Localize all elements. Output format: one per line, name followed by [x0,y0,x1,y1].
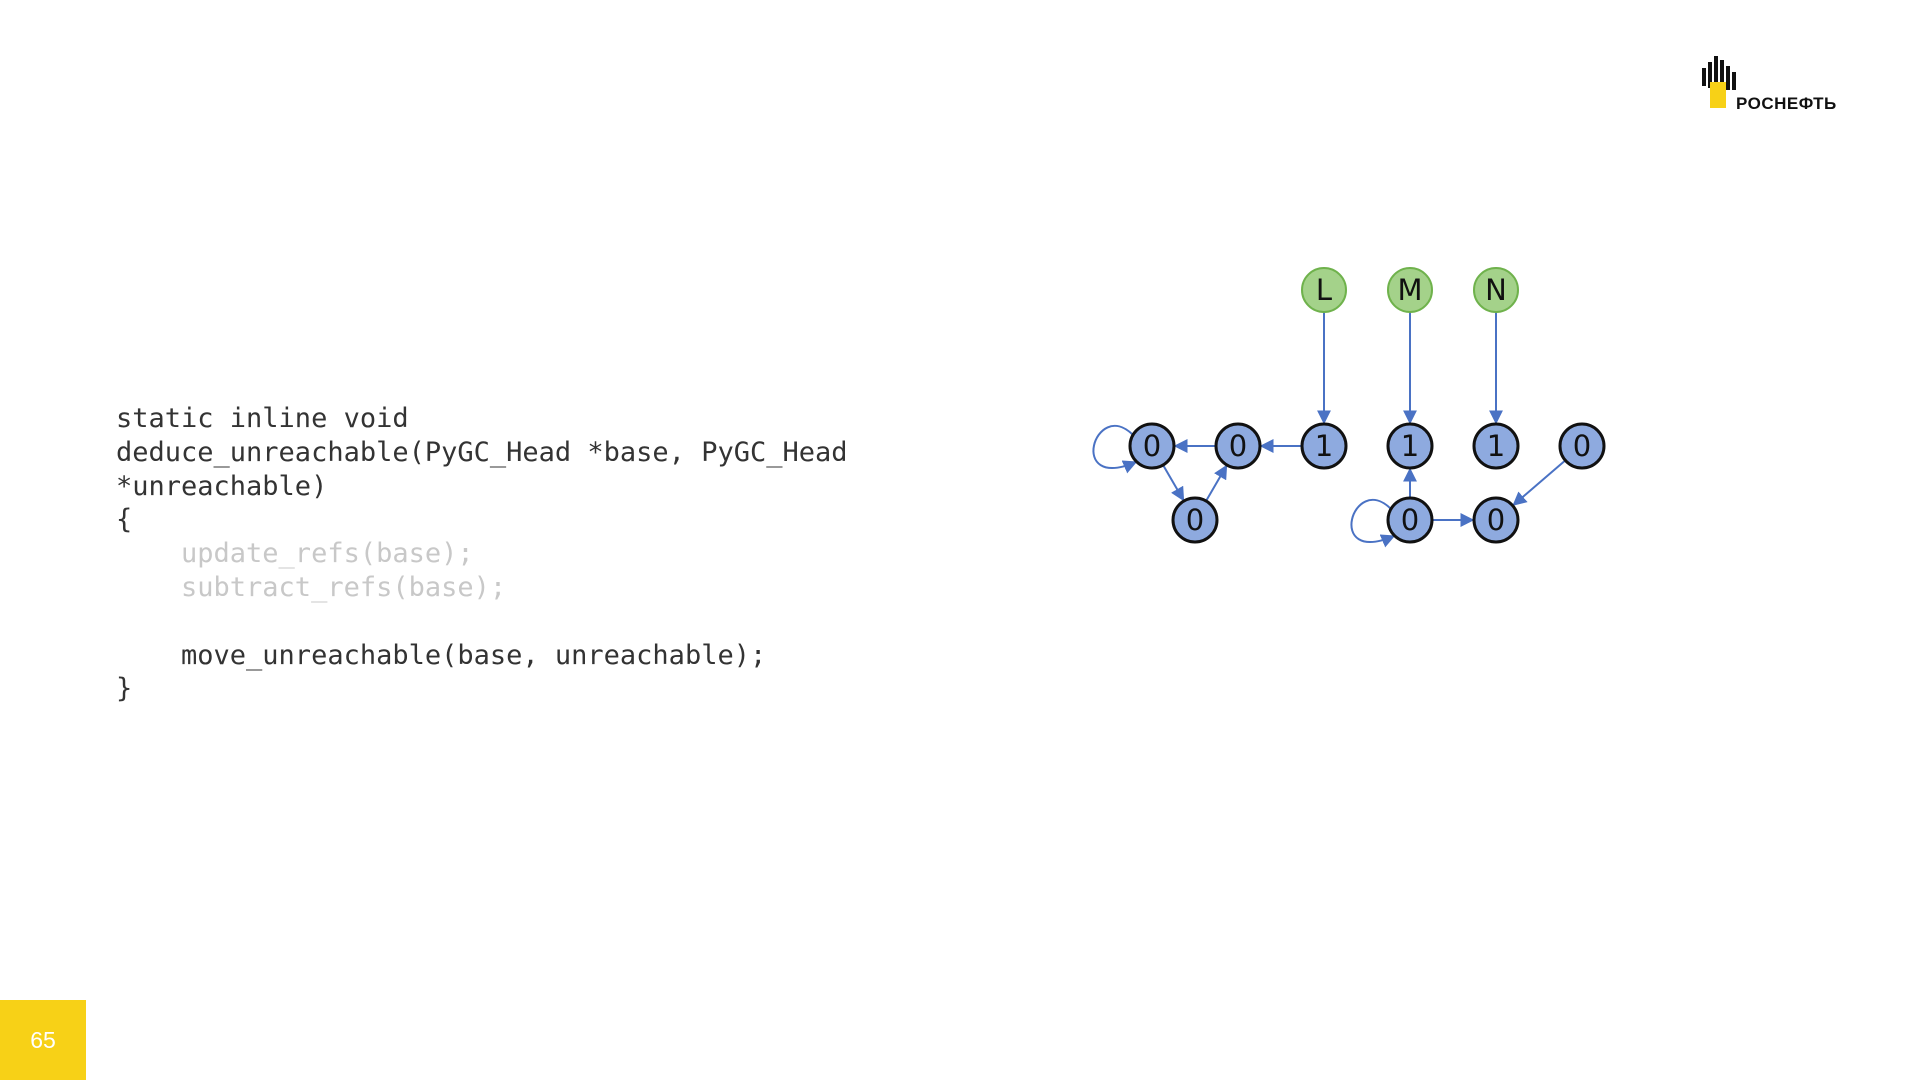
root-node: N [1473,267,1519,313]
object-node: 1 [1386,422,1434,470]
root-node: L [1301,267,1347,313]
refcount-label: 1 [1487,429,1505,463]
reference-edge [1205,464,1228,502]
object-node: 0 [1128,422,1176,470]
refcount-label: 1 [1401,429,1419,463]
object-node-circle [1386,496,1434,544]
reference-edge [1162,464,1185,502]
refcount-label: 0 [1487,503,1505,537]
root-node-circle [1473,267,1519,313]
refcount-label: 0 [1229,429,1247,463]
code-line: *unreachable) [116,470,328,502]
refcount-label: 0 [1573,429,1591,463]
code-line: static inline void [116,403,409,434]
code-line: deduce_unreachable(PyGC_Head *base, PyGC… [116,436,848,468]
refcount-label: 1 [1315,429,1333,463]
object-node: 0 [1472,496,1520,544]
object-node-circle [1128,422,1176,470]
object-node: 0 [1214,422,1262,470]
object-node: 1 [1472,422,1520,470]
code-line: move_unreachable(base, unreachable); [116,639,767,671]
refcount-label: 0 [1186,503,1204,537]
root-node-circle [1301,267,1347,313]
reference-edge [1512,459,1566,506]
root-node-label: N [1485,273,1507,307]
code-line: { [116,504,133,536]
object-node: 0 [1558,422,1606,470]
reference-graph-diagram: L M N 0 0 1 1 1 0 0 0 0 [1092,267,1606,548]
object-node-circle [1558,422,1606,470]
page-number: 65 [30,1026,56,1053]
page-number-badge: 65 [0,1000,86,1080]
root-node: M [1387,267,1433,313]
object-node: 1 [1300,422,1348,470]
code-line: } [116,673,133,705]
root-node-label: M [1397,273,1422,307]
company-logo: РОСНЕФТЬ [1700,54,1870,116]
root-node-circle [1387,267,1433,313]
rosneft-logo-icon [1702,56,1736,108]
self-reference-edge [1092,424,1138,474]
code-line: subtract_refs(base); [116,571,507,603]
self-reference-edge [1350,498,1396,548]
object-node-circle [1472,496,1520,544]
object-node-circle [1171,496,1219,544]
object-node: 0 [1386,496,1434,544]
object-node-circle [1472,422,1520,470]
object-node-circle [1300,422,1348,470]
code-line [116,605,848,639]
refcount-label: 0 [1143,429,1161,463]
object-node-circle [1214,422,1262,470]
logo-text: РОСНЕФТЬ [1736,94,1837,113]
code-line: update_refs(base); [116,538,474,570]
object-node-circle [1386,422,1434,470]
root-node-label: L [1316,273,1332,307]
object-node: 0 [1171,496,1219,544]
refcount-label: 0 [1401,503,1419,537]
